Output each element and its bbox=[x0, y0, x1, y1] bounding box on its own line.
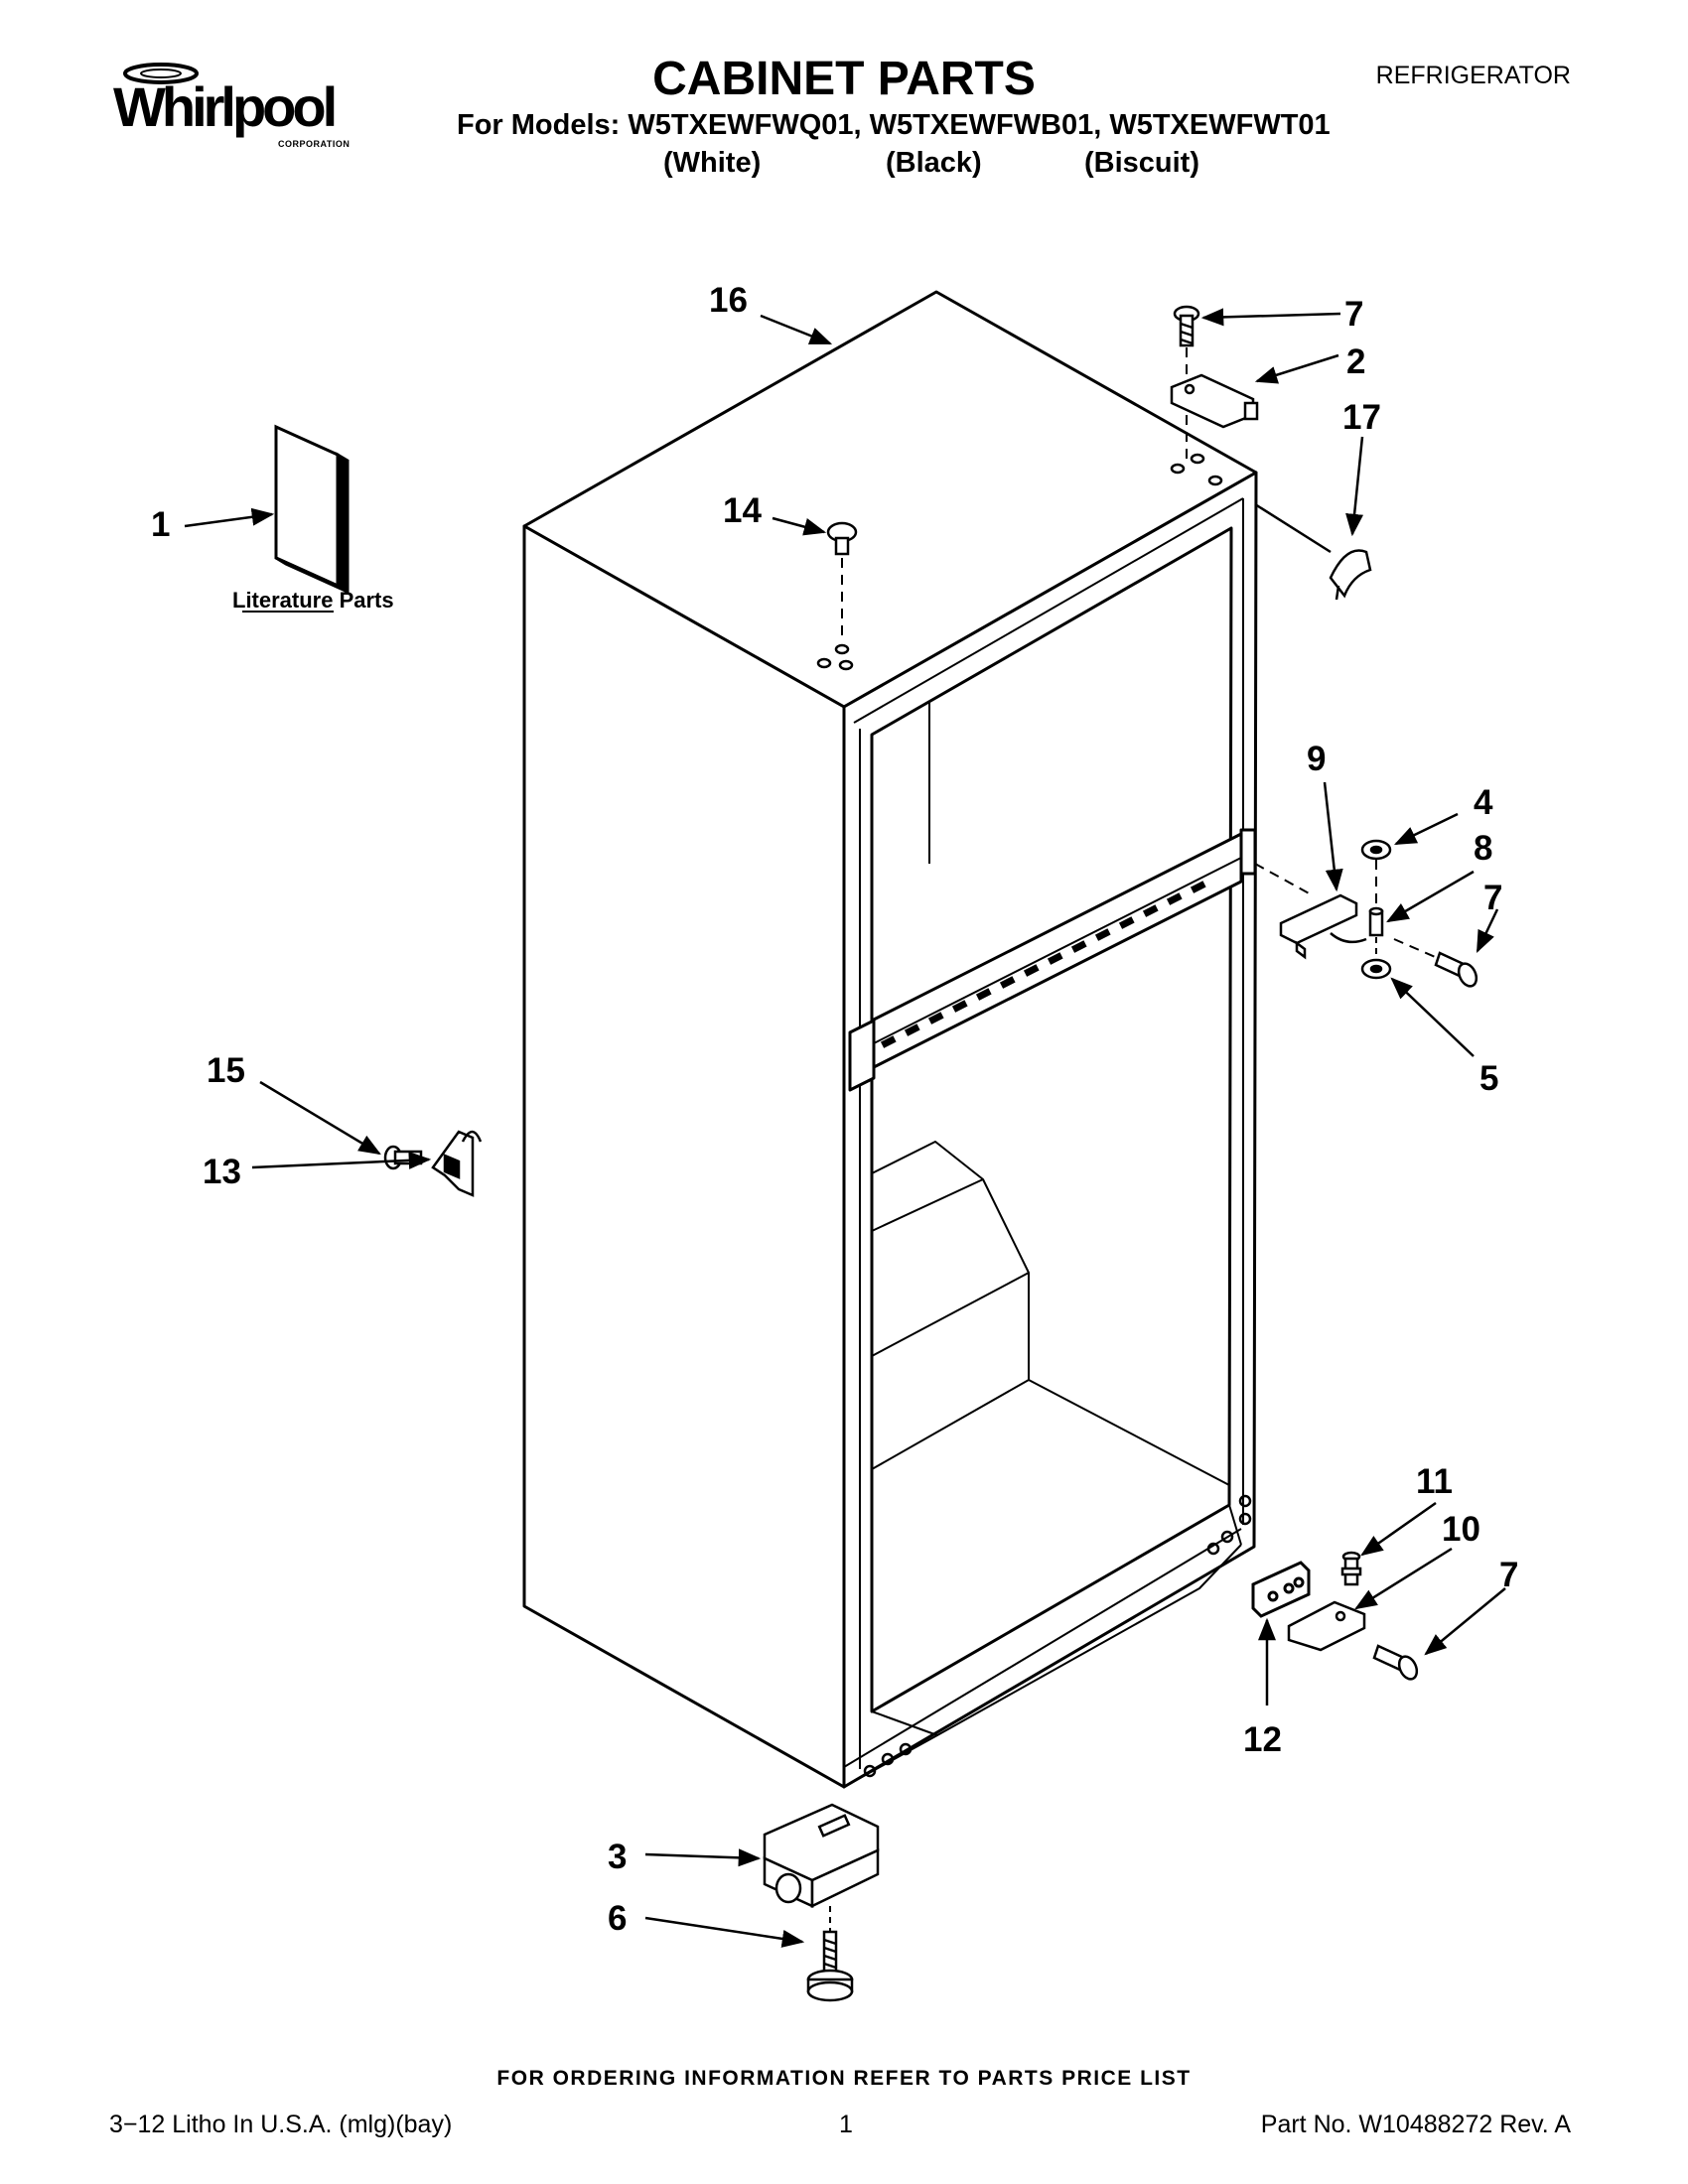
leader-arrows bbox=[184, 308, 1506, 1948]
callout-7-lower: 7 bbox=[1499, 1556, 1518, 1594]
callout-9: 9 bbox=[1307, 740, 1326, 778]
roller-assembly-icon bbox=[763, 1803, 880, 1908]
plug-button-icon bbox=[826, 521, 858, 556]
ordering-note: FOR ORDERING INFORMATION REFER TO PARTS … bbox=[496, 2067, 1192, 2090]
cabinet-shell bbox=[522, 290, 1258, 1789]
callout-6: 6 bbox=[608, 1899, 627, 1938]
color-label-black: (Black) bbox=[886, 147, 982, 179]
callout-12: 12 bbox=[1243, 1720, 1282, 1759]
callout-13: 13 bbox=[203, 1153, 241, 1191]
part-number: Part No. W10488272 Rev. A bbox=[1260, 2111, 1571, 2138]
hinge-shim-icon bbox=[1251, 1561, 1311, 1618]
models-line: For Models: W5TXEWFWQ01, W5TXEWFWB01, W5… bbox=[457, 109, 1331, 141]
hinge-pin-icon bbox=[1368, 906, 1384, 937]
inner-cover bbox=[871, 1141, 1030, 1470]
callout-14: 14 bbox=[723, 491, 762, 530]
color-label-biscuit: (Biscuit) bbox=[1084, 147, 1199, 179]
literature-caption: Literature Parts bbox=[232, 588, 394, 613]
callout-16: 16 bbox=[709, 281, 748, 320]
top-hinge-icon bbox=[1170, 373, 1259, 429]
lower-hinge-screw-icon bbox=[1372, 1644, 1419, 1681]
mounting-holes bbox=[816, 453, 1252, 1778]
callout-17: 17 bbox=[1342, 398, 1381, 437]
callout-7: 7 bbox=[1344, 295, 1363, 334]
page-title: CABINET PARTS bbox=[652, 53, 1036, 105]
door-stop-screw-icon bbox=[383, 1145, 423, 1170]
logo-swirl-icon bbox=[123, 63, 199, 84]
litho-info: 3−12 Litho In U.S.A. (mlg)(bay) bbox=[109, 2111, 453, 2138]
callout-1: 1 bbox=[151, 505, 170, 544]
callout-7-mid: 7 bbox=[1483, 879, 1502, 917]
literature-booklet-icon bbox=[274, 424, 350, 595]
cabinet-front-opening bbox=[870, 526, 1233, 1713]
callout-11: 11 bbox=[1416, 1462, 1453, 1501]
lower-hinge-pin-icon bbox=[1340, 1551, 1362, 1586]
color-label-white: (White) bbox=[663, 147, 762, 179]
logo-wordmark: Whirlpool bbox=[113, 75, 338, 138]
screw-icon bbox=[1173, 305, 1200, 347]
callout-2: 2 bbox=[1346, 342, 1365, 381]
washer-icon bbox=[1360, 839, 1392, 861]
hinge-screw-icon bbox=[1434, 951, 1478, 988]
callout-10: 10 bbox=[1442, 1510, 1480, 1549]
lower-hinge-icon bbox=[1287, 1600, 1366, 1652]
callout-4: 4 bbox=[1474, 783, 1493, 822]
callout-15: 15 bbox=[207, 1051, 245, 1090]
callout-3: 3 bbox=[608, 1838, 627, 1876]
hinge-cover-icon bbox=[1329, 549, 1372, 601]
door-stop-bracket-icon bbox=[431, 1130, 483, 1197]
appliance-category: REFRIGERATOR bbox=[1375, 62, 1571, 89]
logo-subtext: CORPORATION bbox=[278, 139, 351, 149]
callout-5: 5 bbox=[1479, 1059, 1498, 1098]
washer-bottom-icon bbox=[1360, 958, 1392, 980]
whirlpool-logo: Whirlpool CORPORATION bbox=[109, 58, 377, 167]
mullion-slots bbox=[880, 881, 1206, 1048]
leveling-leg-icon bbox=[806, 1930, 854, 2002]
callout-8: 8 bbox=[1474, 829, 1492, 868]
page-number: 1 bbox=[839, 2111, 853, 2138]
cabinet-left-side bbox=[522, 524, 846, 1789]
center-hinge-icon bbox=[1279, 893, 1367, 960]
